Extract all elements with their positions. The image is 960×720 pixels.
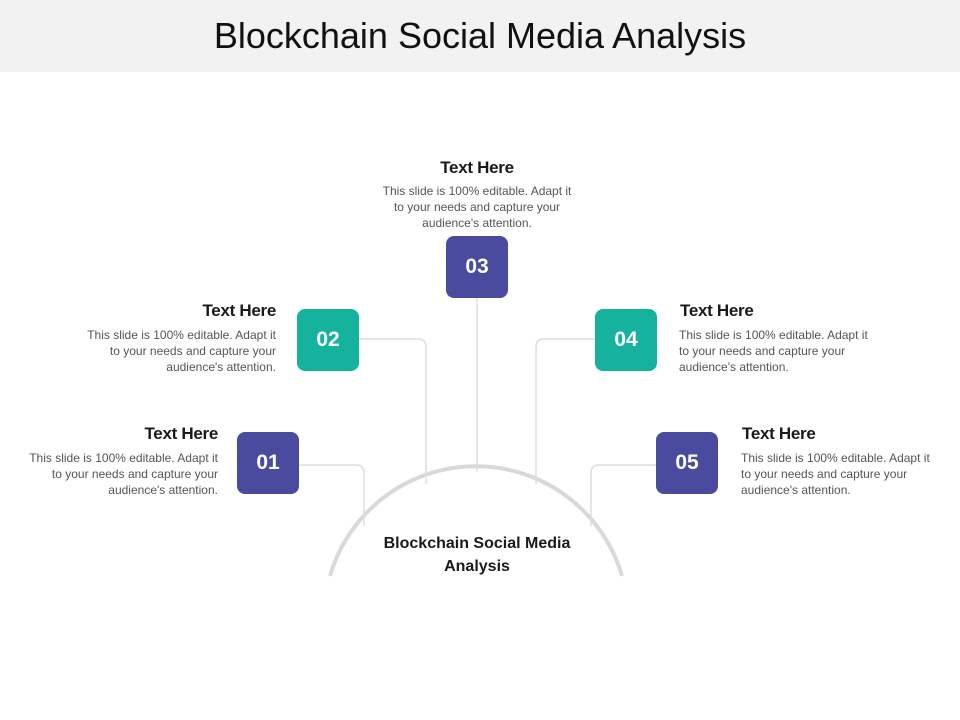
step-02-badge: 02 (297, 309, 359, 371)
connector-01 (299, 464, 365, 526)
step-03-heading: Text Here (440, 158, 514, 177)
step-05-heading: Text Here (742, 424, 816, 443)
connector-02 (359, 338, 427, 484)
step-05-badge: 05 (656, 432, 718, 494)
center-arc (328, 464, 624, 577)
step-04-text: This slide is 100% editable. Adapt it to… (679, 328, 868, 374)
step-04-badge: 04 (595, 309, 657, 371)
step-01-heading: Text Here (144, 424, 218, 443)
step-02-heading: Text Here (202, 301, 276, 320)
step-01-text: This slide is 100% editable. Adapt it to… (29, 451, 218, 497)
step-05-text: This slide is 100% editable. Adapt it to… (741, 451, 930, 497)
step-02-text: This slide is 100% editable. Adapt it to… (87, 328, 276, 374)
step-03-text: This slide is 100% editable. Adapt it to… (382, 184, 572, 230)
step-01-badge: 01 (237, 432, 299, 494)
connector-05 (590, 464, 656, 526)
center-label: Blockchain Social Media Analysis (383, 535, 571, 575)
title-bar (0, 0, 960, 72)
connector-04 (535, 338, 595, 484)
step-03-badge: 03 (446, 236, 508, 298)
slide-title: Blockchain Social Media Analysis (213, 15, 747, 56)
step-04-heading: Text Here (680, 301, 754, 320)
